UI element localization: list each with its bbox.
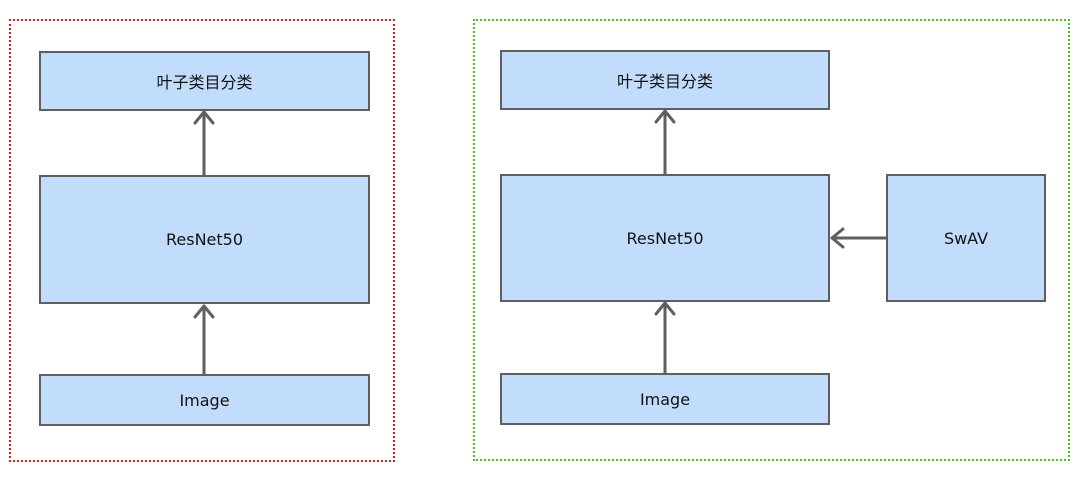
left-resnet-node: ResNet50 [39, 175, 370, 304]
right-leaf-category-node: 叶子类目分类 [500, 50, 830, 110]
right-resnet-node: ResNet50 [500, 174, 830, 302]
left-image-node: Image [39, 374, 370, 426]
left-image-label: Image [179, 390, 230, 410]
left-resnet-to-leaf-arrowhead [193, 110, 215, 125]
left-leaf-category-node: 叶子类目分类 [39, 51, 370, 111]
left-panel-frame [9, 19, 395, 462]
right-image-node: Image [500, 373, 830, 425]
right-image-label: Image [639, 389, 691, 409]
right-swav-to-resnet-arrowhead [830, 227, 845, 249]
right-swav-label: SwAV [943, 228, 989, 248]
right-resnet-to-leaf-arrowhead [654, 109, 676, 124]
right-swav-node: SwAV [886, 174, 1046, 302]
right-image-to-resnet-arrowhead [654, 301, 676, 316]
right-resnet-label: ResNet50 [626, 228, 704, 248]
left-leaf-category-label: 叶子类目分类 [156, 73, 253, 92]
left-resnet-label: ResNet50 [165, 230, 244, 249]
right-leaf-category-label: 叶子类目分类 [616, 72, 713, 91]
left-image-to-resnet-arrowhead [193, 304, 215, 319]
right-panel-frame [473, 19, 1070, 461]
